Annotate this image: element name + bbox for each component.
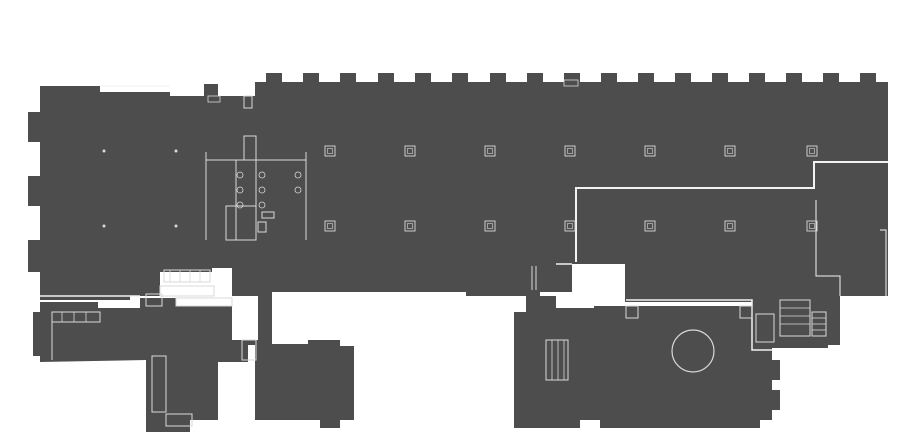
square-column-icon	[327, 223, 333, 229]
square-column-icon	[324, 145, 336, 157]
stair-zone	[772, 296, 840, 348]
square-column-icon	[327, 148, 333, 154]
circle-feature-icon	[671, 329, 715, 373]
column-grid	[324, 145, 818, 232]
square-column-icon	[487, 148, 493, 154]
square-column-icon	[484, 220, 496, 232]
square-column-icon	[407, 223, 413, 229]
square-column-icon	[647, 223, 653, 229]
main-hall	[40, 82, 888, 348]
wall-tab	[772, 360, 780, 380]
column-dots	[102, 149, 178, 228]
partition-line	[626, 299, 772, 351]
window-tabs	[204, 73, 876, 96]
square-column-icon	[806, 145, 818, 157]
stair-icon	[51, 311, 193, 427]
square-column-icon	[567, 223, 573, 229]
wall-tab	[28, 112, 40, 142]
wall-tab	[772, 390, 780, 410]
stair-icon	[531, 266, 569, 381]
south-central-wing	[514, 296, 594, 428]
square-column-icon	[644, 145, 656, 157]
square-column-icon	[724, 220, 736, 232]
column-dot	[174, 149, 178, 153]
fixture-marks	[207, 79, 753, 361]
square-column-icon	[809, 223, 815, 229]
column-dot	[174, 224, 178, 228]
square-column-icon	[484, 145, 496, 157]
square-column-icon	[806, 220, 818, 232]
stair-icon	[145, 269, 233, 307]
square-column-icon	[809, 148, 815, 154]
restroom-core	[205, 135, 307, 241]
corridor	[258, 296, 272, 344]
south-east-block	[594, 306, 772, 428]
wall-tab	[28, 176, 40, 206]
column-dot	[102, 224, 106, 228]
square-column-icon	[564, 145, 576, 157]
restroom-fixture-icon	[236, 171, 302, 209]
square-column-icon	[407, 148, 413, 154]
square-column-icon	[404, 220, 416, 232]
square-column-icon	[324, 220, 336, 232]
south-west-wing	[33, 298, 258, 432]
square-column-icon	[644, 220, 656, 232]
square-column-icon	[727, 223, 733, 229]
column-dot	[102, 149, 106, 153]
square-column-icon	[567, 148, 573, 154]
interior-partitions	[40, 85, 888, 351]
partition-line	[575, 161, 888, 262]
square-column-icon	[564, 220, 576, 232]
south-block	[255, 340, 354, 428]
square-column-icon	[404, 145, 416, 157]
square-column-icon	[724, 145, 736, 157]
stair-icon	[755, 299, 827, 343]
square-column-icon	[487, 223, 493, 229]
floor-area	[28, 73, 888, 432]
partition-line	[880, 229, 887, 296]
partition-line	[815, 200, 841, 296]
square-column-icon	[727, 148, 733, 154]
wall-tab	[28, 240, 40, 272]
square-column-icon	[647, 148, 653, 154]
